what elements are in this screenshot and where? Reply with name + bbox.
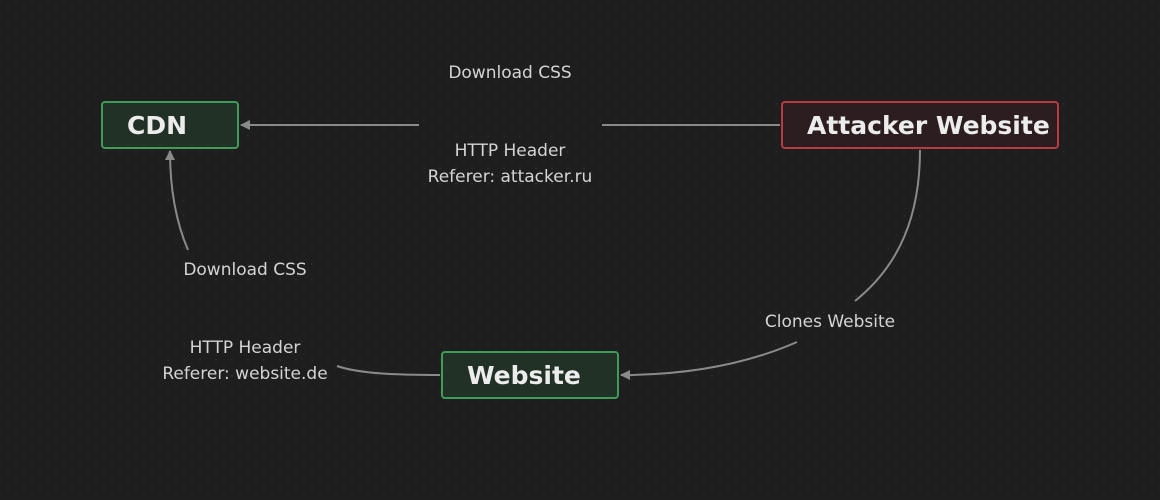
edge-label-website-download-css: Download CSS [150,257,340,283]
attacker-website-node-label: Attacker Website [807,110,1050,140]
http-header-title: HTTP Header [454,141,566,161]
edge-attacker-to-website-lower [620,341,798,380]
website-node-label: Website [467,360,581,390]
http-header-title: HTTP Header [189,338,301,358]
website-node[interactable]: Website [441,351,619,399]
edge-label-text: Download CSS [448,63,572,83]
edge-label-attacker-download-css: Download CSS [410,60,610,86]
edge-label-website-http-header: HTTP Header Referer: website.de [130,335,360,387]
cdn-node-label: CDN [127,110,188,140]
edge-label-attacker-http-header: HTTP Header Referer: attacker.ru [400,138,620,190]
edge-label-text: Clones Website [764,312,896,332]
http-header-referer: Referer: attacker.ru [427,167,593,187]
edge-label-text: Download CSS [183,260,307,280]
edge-website-to-cdn-lower [336,365,441,376]
attacker-website-node[interactable]: Attacker Website [781,101,1059,149]
http-header-referer: Referer: website.de [162,364,328,384]
edge-label-clones-website: Clones Website [740,309,920,335]
cdn-node[interactable]: CDN [101,101,239,149]
edge-attacker-to-website-upper [854,149,921,302]
edge-website-to-cdn-upper [165,150,189,251]
